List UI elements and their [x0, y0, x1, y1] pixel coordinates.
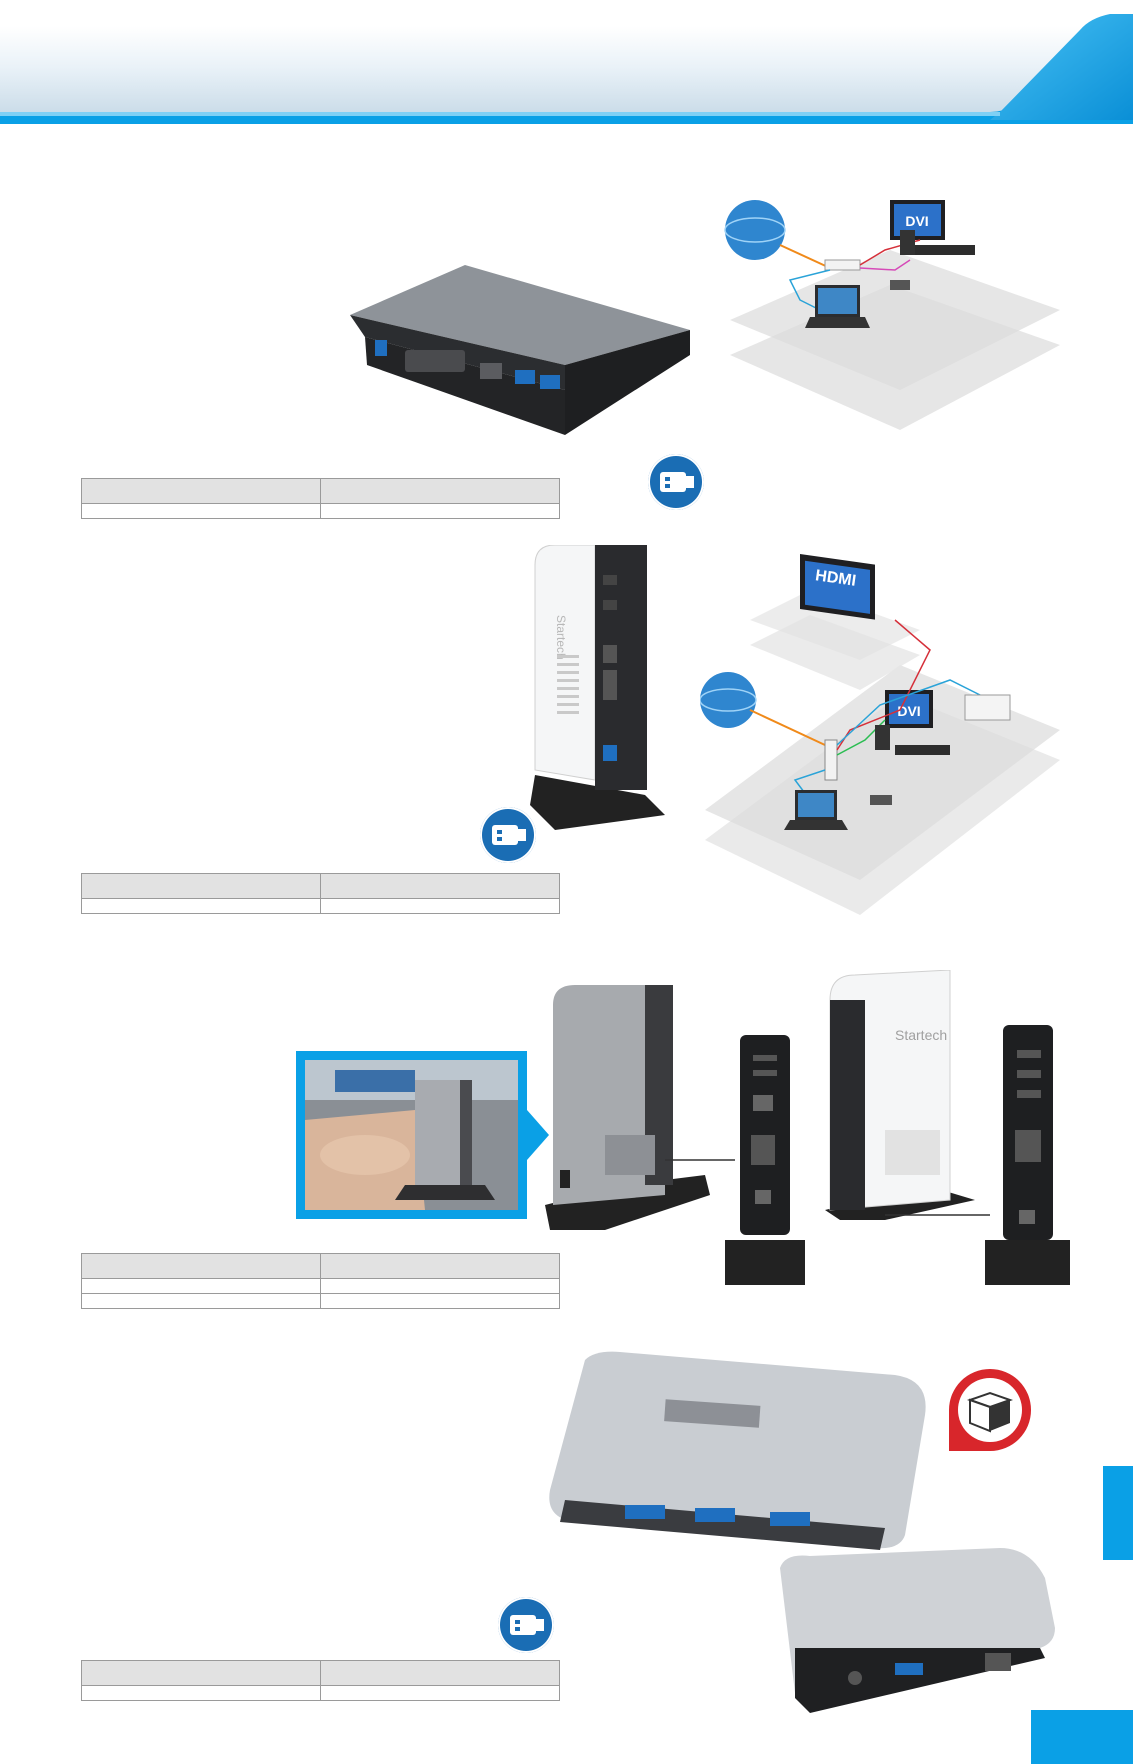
- usb3-docking-station-back-image: [780, 1548, 1055, 1713]
- dvi-label: DVI: [905, 213, 928, 229]
- globe-icon: [725, 200, 785, 260]
- pointer-arrow-icon: [527, 1110, 549, 1160]
- spec-table-3: [81, 1253, 560, 1309]
- white-vertical-dock-image: Startech: [825, 970, 1070, 1285]
- page-number-tab: [1031, 1710, 1133, 1764]
- vertical-docking-station-image: Startech: [530, 545, 665, 830]
- dvi-label-2: DVI: [897, 703, 920, 719]
- usb-plug-icon: [498, 1597, 554, 1653]
- section-tab: [1103, 1466, 1133, 1560]
- header-banner: [0, 14, 1133, 124]
- hdmi-label: HDMI: [814, 567, 857, 590]
- package-box-icon: [949, 1369, 1032, 1451]
- brand-label: Startech: [895, 1027, 947, 1043]
- brand-label: Startech: [554, 615, 568, 660]
- usb-plug-icon: [480, 807, 536, 863]
- horizontal-docking-station-image: [350, 265, 690, 435]
- network-diagram-dvi: DVI: [724, 200, 1060, 430]
- usb3-docking-station-image: [549, 1351, 926, 1550]
- grey-vertical-dock-image: [545, 985, 805, 1285]
- spec-table-1: [81, 478, 560, 519]
- network-diagram-hdmi-dvi: HDMI DVI: [700, 554, 1060, 915]
- usb-plug-icon: [648, 454, 704, 510]
- spec-table-2: [81, 873, 560, 914]
- globe-icon: [700, 672, 756, 728]
- spec-table-4: [81, 1660, 560, 1701]
- usage-photo: [305, 1060, 518, 1210]
